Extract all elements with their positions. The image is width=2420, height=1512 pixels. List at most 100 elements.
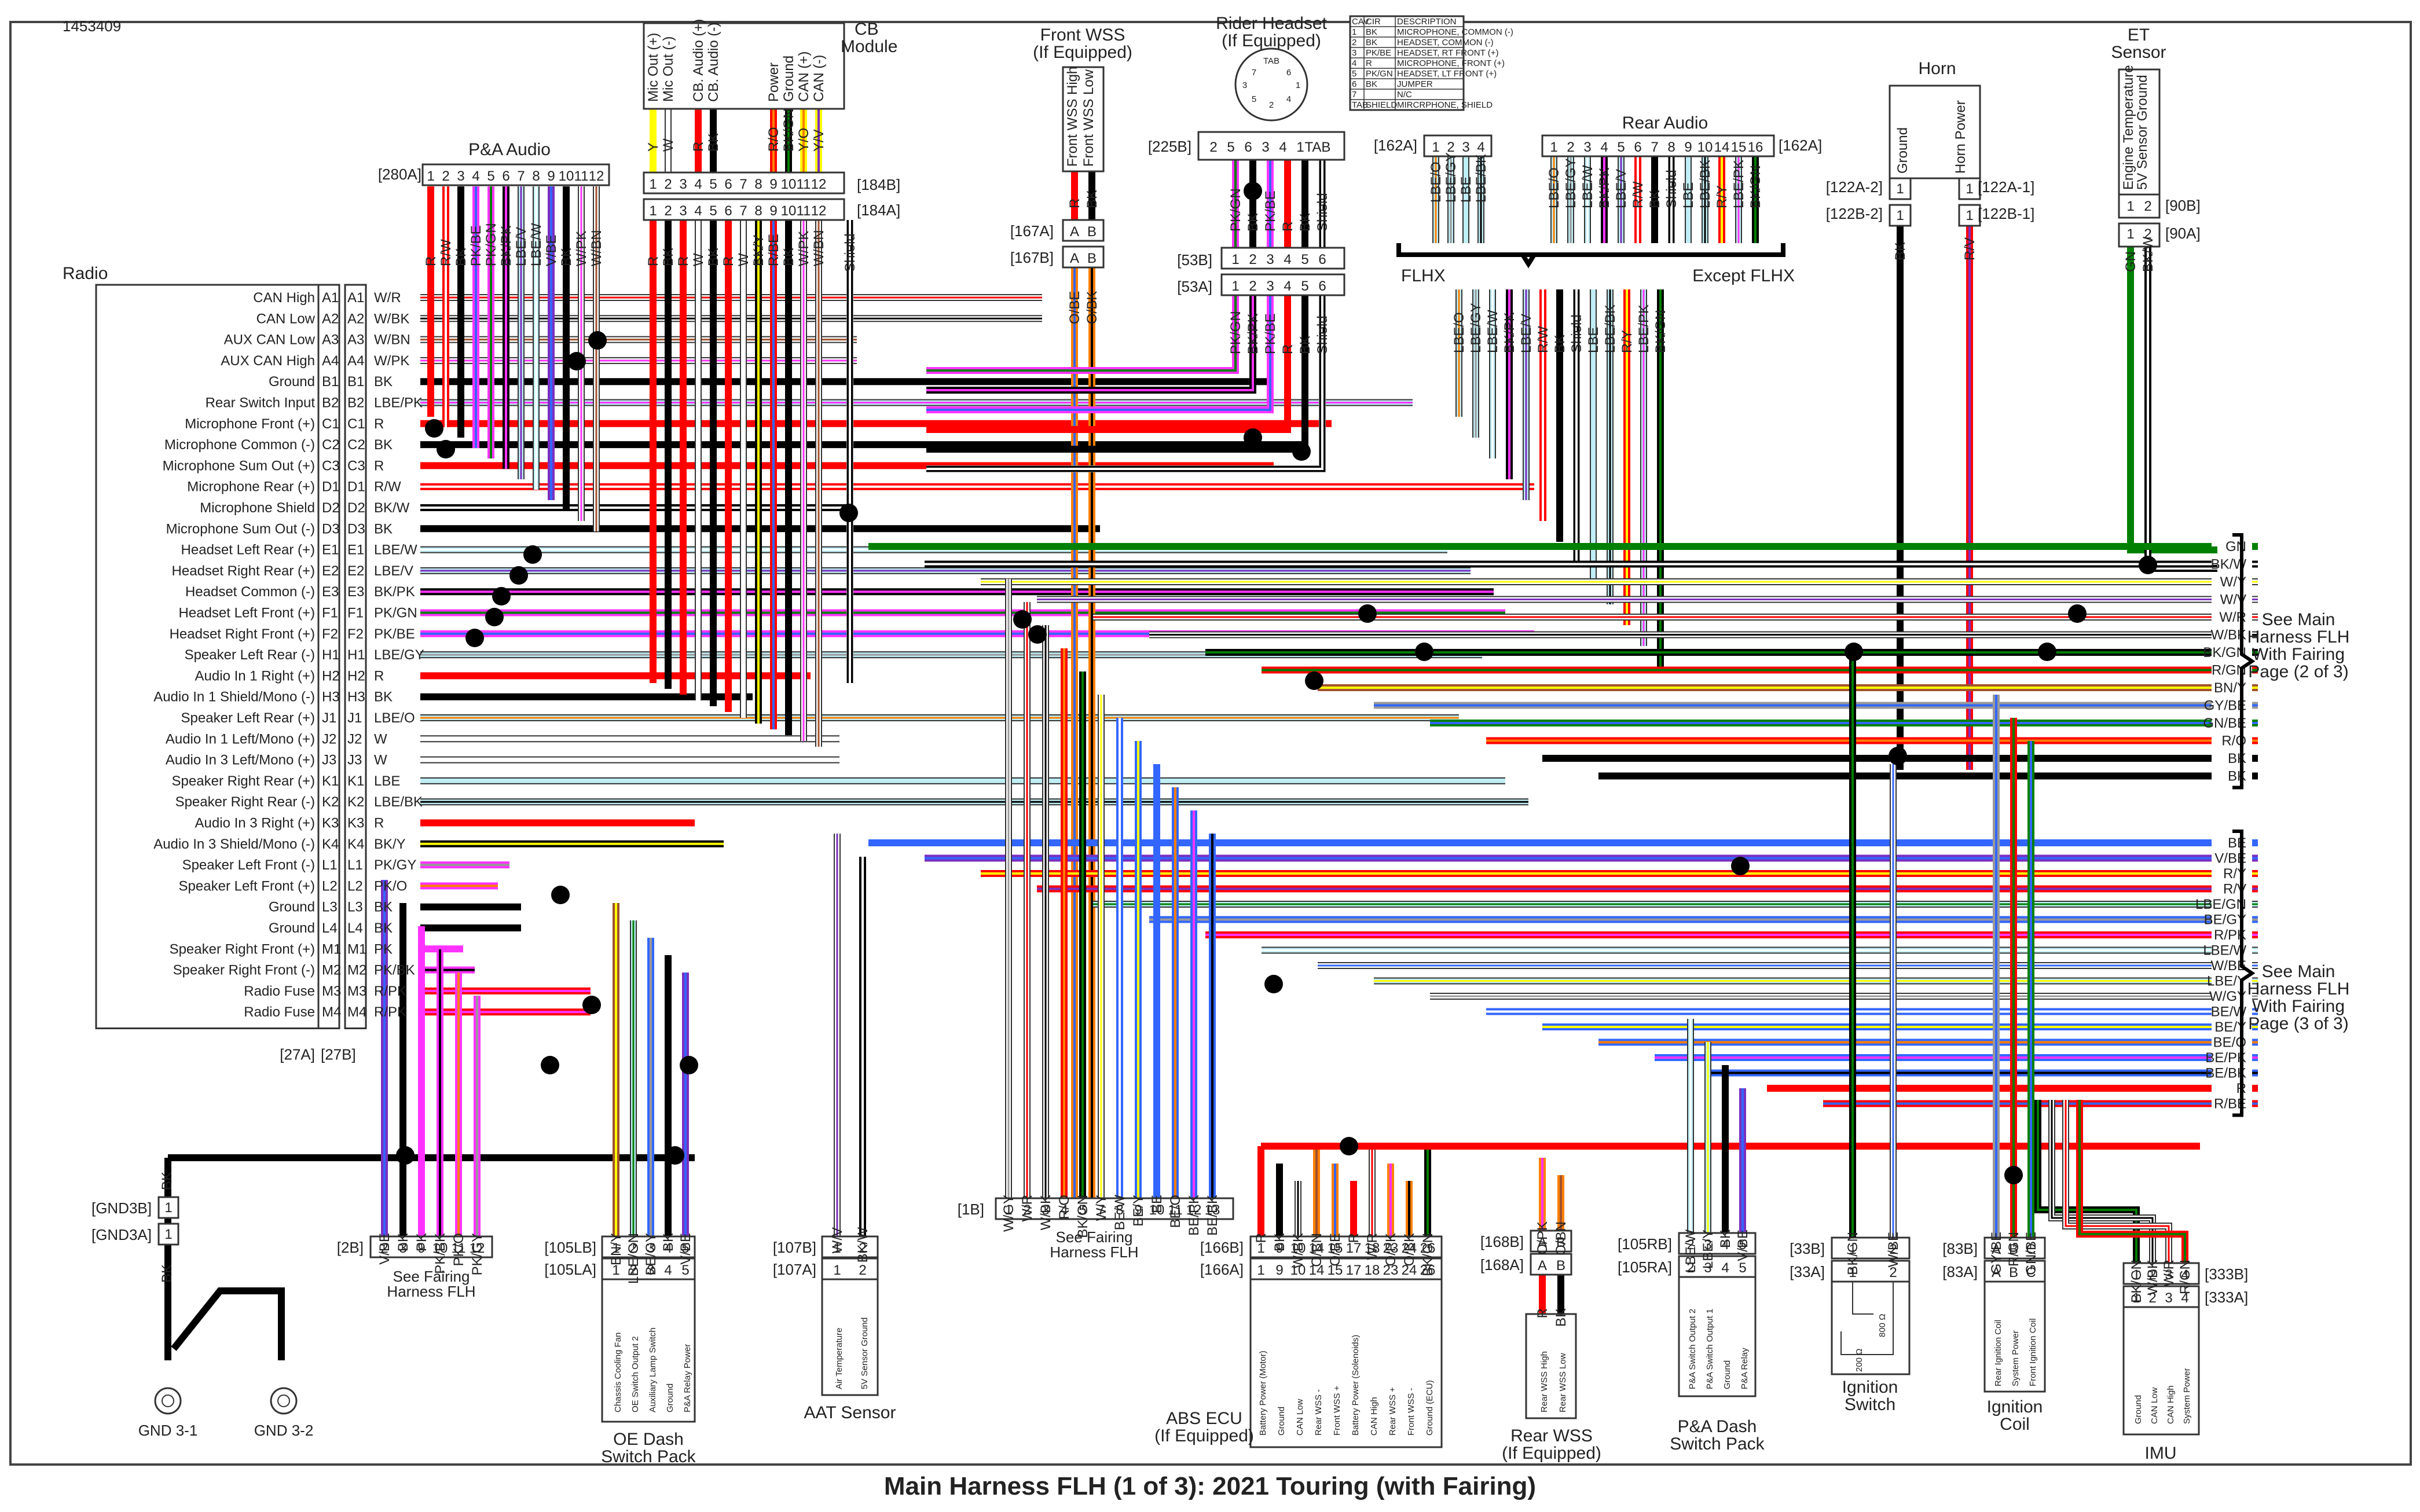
radio-pin-id: K4: [322, 836, 339, 852]
table-cell: JUMPER: [1397, 79, 1433, 89]
table-cell: 6: [1352, 79, 1356, 89]
radio-pin-description: Headset Right Front (+): [170, 626, 315, 642]
oe-dash-wire-label: V/BE: [678, 1233, 694, 1265]
et-wire: [2127, 247, 2217, 553]
radio-pin-id: K3: [322, 816, 339, 831]
radio-pin-id: M3: [347, 983, 366, 999]
headset-lower-label: R: [1280, 344, 1296, 354]
oe-dash-function: Chassis Cooling Fan: [613, 1333, 623, 1412]
headset-wire-lower: [926, 295, 1256, 394]
table-cell: 3: [1352, 48, 1356, 58]
radio-pin-id: H2: [322, 668, 340, 684]
cb-top-wire-label: Y: [646, 142, 661, 152]
fairing-1b-wire-label: R/O: [1057, 1195, 1072, 1220]
pa-audio-wire-label: W/BN: [589, 230, 604, 266]
table-cell: 4: [1352, 58, 1356, 68]
connector-33b-label: [33B]: [1790, 1240, 1825, 1257]
et-pin: 2: [2144, 226, 2151, 242]
rear-audio-pin: 2: [1567, 140, 1574, 155]
splice-dot: [485, 608, 504, 626]
fairing-1b-pin: 4: [1060, 1202, 1068, 1218]
radio-pin-description: Microphone Shield: [200, 500, 315, 516]
page-3-group-wire-label: BE/PK: [2205, 1050, 2246, 1066]
ground-ring-hole: [162, 1394, 174, 1407]
radio-wire-code: W/R: [374, 290, 401, 306]
radio-pin-id: K3: [347, 816, 364, 831]
radio-pin-description: Ground: [269, 374, 315, 390]
abs-pin: 26: [1420, 1241, 1436, 1256]
cb-184a-pin: 9: [769, 203, 777, 219]
ignition-coil-wire-label: R/GN: [2006, 1232, 2022, 1267]
pa-audio-wire-label: LBE/W: [529, 223, 544, 266]
radio-pin-id: D3: [322, 521, 340, 537]
headset-wire-lower: [926, 295, 1274, 413]
radio-wire-code: BK: [374, 900, 393, 915]
radio-wire-code: PK/GN: [374, 605, 417, 621]
splice-dot: [582, 996, 601, 1014]
splice-dot: [588, 331, 607, 350]
radio-pin-id: C3: [347, 458, 365, 474]
imu-housing: [2122, 1306, 2200, 1436]
radio-wire-code: W/BN: [374, 332, 410, 348]
connector-27a: [27A]: [280, 1046, 315, 1063]
cb-bottom-wire-label: BK: [781, 248, 797, 266]
oe-dash-pin: 2: [629, 1263, 637, 1278]
splice-dot: [492, 587, 511, 605]
radio-wire-code: BK: [374, 437, 393, 453]
radio-wire-code: R: [374, 458, 384, 474]
connector-333a-label: [333A]: [2205, 1289, 2248, 1306]
splice-dot: [437, 440, 455, 458]
page-3-group-wire-label: BE/GY: [2204, 912, 2246, 928]
radio-wire-code: R/PK: [374, 983, 406, 999]
radio-wire-code: BK/Y: [374, 836, 406, 852]
radio-pin-column-27a: [317, 284, 340, 1029]
pa-audio-pin: 10: [559, 168, 574, 184]
front-wss-bottom-label: O/BE: [1067, 291, 1083, 324]
radio-pin-description: Ground: [269, 920, 315, 936]
radio-wire-code: BK: [374, 374, 393, 390]
radio-pin-id: B1: [322, 374, 339, 390]
rear-audio-wire-label: BK: [1647, 190, 1663, 208]
radio-pin-id: D2: [347, 500, 365, 516]
radio-pin-id: D1: [347, 479, 365, 495]
rear-wss-pin: B: [1556, 1235, 1565, 1250]
gnd-wire-label: BK: [159, 1264, 175, 1283]
splice-dot: [465, 629, 484, 647]
pa-dash-pin: 5: [1739, 1237, 1746, 1253]
connector-83b: [1983, 1236, 2046, 1260]
pa-audio-pin: 3: [457, 168, 464, 184]
connector-333b-label: [333B]: [2205, 1265, 2248, 1283]
radio-pin-id: L3: [322, 900, 338, 915]
radio-pin-id: J3: [322, 753, 336, 768]
flhx-label: FLHX: [1401, 266, 1446, 285]
splice-dot: [2068, 604, 2087, 623]
splice-dot: [541, 1056, 559, 1074]
abs-ecu-title: ABS ECU: [1166, 1409, 1242, 1428]
cb-module-function: CAN (+): [796, 52, 812, 102]
abs-pin: 17: [1346, 1263, 1362, 1278]
table-cell: 7: [1352, 90, 1356, 100]
abs-pin: 18: [1365, 1241, 1380, 1256]
page-3-group-brace: [2232, 830, 2256, 1117]
radio-pin-description: Audio In 3 Left/Mono (+): [166, 753, 315, 768]
radio-pin-description: Speaker Right Rear (+): [172, 773, 315, 789]
splice-dot: [2139, 556, 2157, 574]
connector-83b-label: [83B]: [1942, 1240, 1978, 1257]
headset-face-pin: 4: [1286, 94, 1291, 104]
headset-lower-label: PK/BE: [1263, 313, 1278, 354]
radio-wire-code: LBE: [374, 773, 400, 789]
radio-wire-code: PK: [374, 941, 393, 957]
connector-168b-label: [168B]: [1480, 1233, 1524, 1250]
imu-function: CAN High: [2166, 1385, 2176, 1424]
et-pin: 1: [2126, 226, 2134, 242]
radio-pin-id: F2: [322, 626, 338, 642]
rear-wss-title: (If Equipped): [1502, 1444, 1601, 1463]
rear-wss-top-label: O/BN: [1553, 1221, 1569, 1256]
ignition-coil-pin: C: [2026, 1242, 2036, 1257]
rear-audio-flhx-label: LBE/BK: [1473, 154, 1489, 203]
et-wire-label: BK/W: [2140, 236, 2156, 272]
table-cell: R: [1366, 58, 1372, 68]
radio-pin-id: D3: [347, 521, 365, 537]
radio-pin-description: Microphone Front (+): [185, 416, 315, 432]
cb-184b-pin: 4: [694, 177, 702, 192]
